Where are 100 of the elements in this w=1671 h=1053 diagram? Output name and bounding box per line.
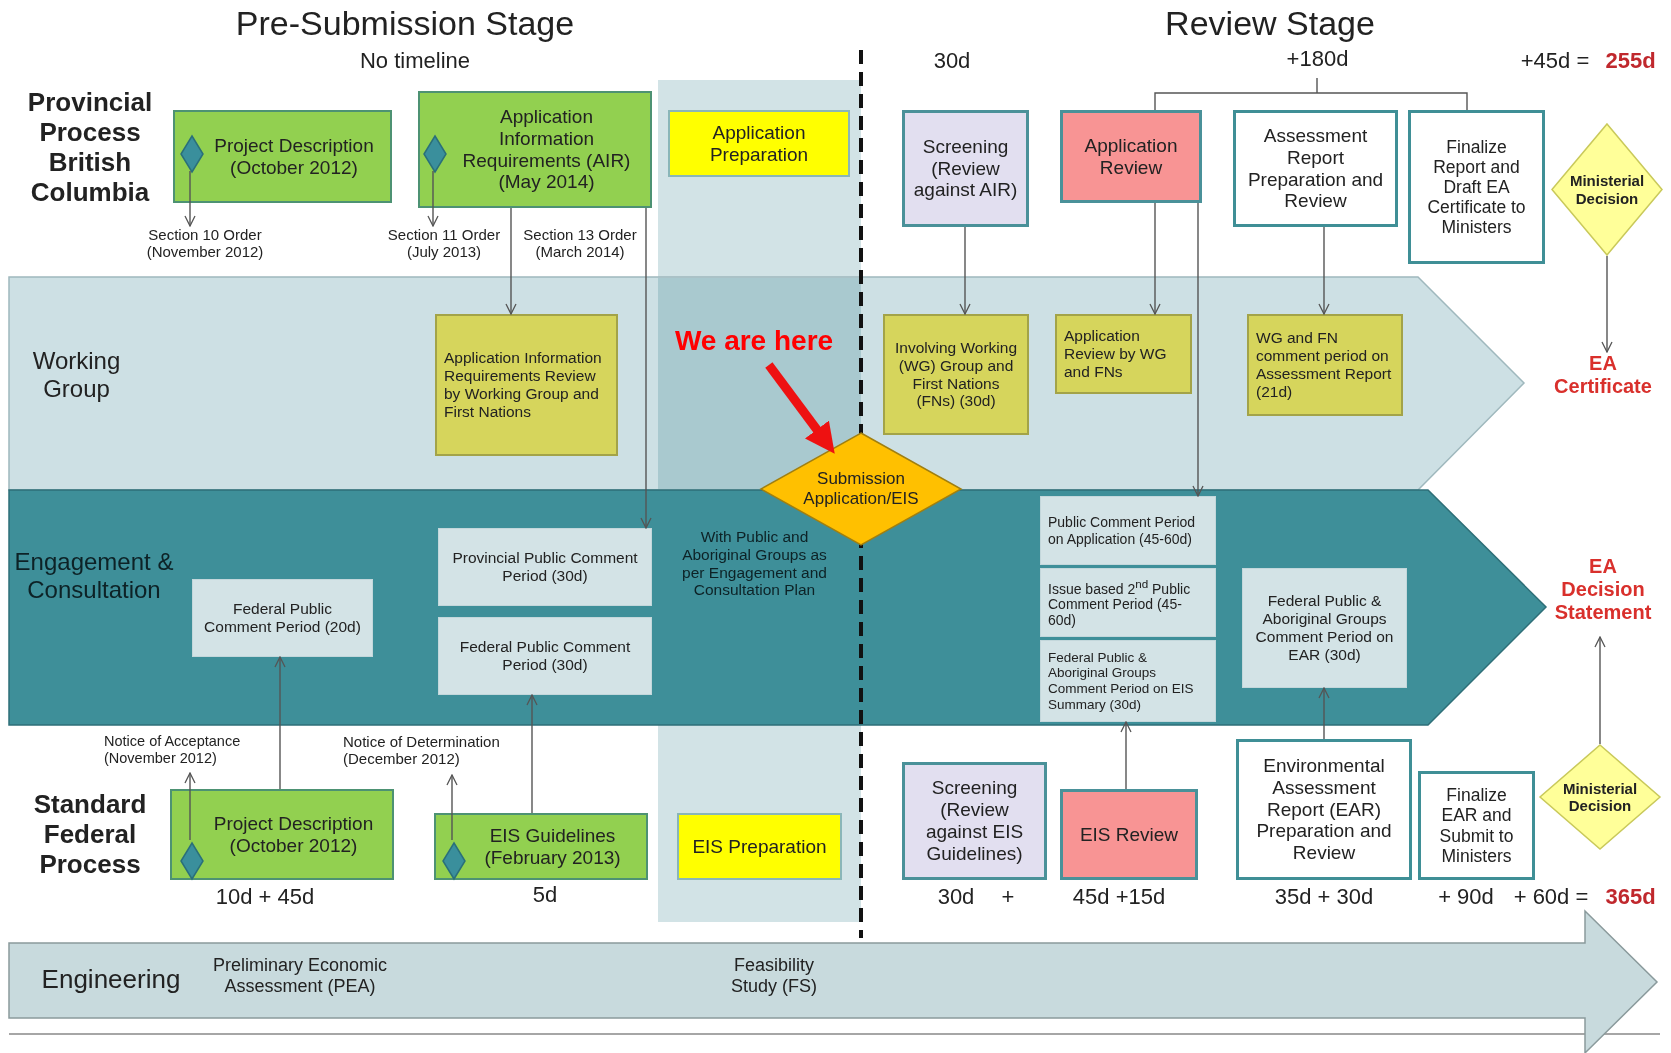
box-text: Application Review xyxy=(1083,134,1179,179)
phase-label: Feasibility Study (FS) xyxy=(730,955,818,997)
duration-label: + 60d = xyxy=(1512,884,1590,910)
process-box xyxy=(438,528,652,606)
stage-heading: Pre-Submission Stage xyxy=(234,4,576,44)
arrow xyxy=(1594,636,1606,745)
arrow xyxy=(1120,721,1132,790)
duration-label: 45d +15d xyxy=(1071,884,1167,910)
process-box xyxy=(1040,568,1216,637)
note-text: Section 10 Order (November 2012) xyxy=(130,226,280,268)
pointer-arrow xyxy=(765,362,835,454)
box-text: Finalize EAR and Submit to Ministers xyxy=(1438,785,1515,866)
process-box xyxy=(1060,789,1198,880)
row-heading: Provincial Process British Columbia xyxy=(26,88,154,208)
duration-label: + 90d xyxy=(1437,884,1495,910)
arrow xyxy=(1601,255,1613,353)
note-text: We are here xyxy=(668,325,840,365)
arrow xyxy=(1318,226,1330,315)
duration-label: 30d xyxy=(932,48,972,74)
box-text: Environmental Assessment Report (EAR) Preparation and Review xyxy=(1255,754,1393,865)
box-text: Application Information Requirements (AIR) (May 2014) xyxy=(461,105,632,194)
stage-heading: Review Stage xyxy=(1164,4,1376,44)
arrow xyxy=(1318,687,1330,740)
process-box xyxy=(170,789,394,880)
duration-label: 30d xyxy=(936,884,976,910)
box-text: Finalize Report and Draft EA Certificate to Ministers xyxy=(1426,136,1527,238)
timeline-note: No timeline xyxy=(358,48,471,74)
box-text: Issue based 2$^{nd}$ Public Comment Period (45-60d) xyxy=(1048,576,1192,629)
note-text: Notice of Acceptance (November 2012) xyxy=(104,733,274,773)
arrow xyxy=(184,772,196,841)
diamond-text: Ministerial Decision xyxy=(1568,172,1646,207)
box-text: Provincial Public Comment Period (30d) xyxy=(451,549,639,585)
arrow xyxy=(1192,202,1204,497)
duration-label: +180d xyxy=(1285,46,1350,72)
process-box xyxy=(1055,314,1192,394)
milestone-marker xyxy=(180,135,204,173)
lane-label: Working Group xyxy=(31,347,122,403)
process-box xyxy=(902,110,1029,227)
arrow xyxy=(446,774,458,841)
plan-note: With Public and Aboriginal Groups as per Engagement and Consultation Plan xyxy=(682,528,827,600)
process-box xyxy=(192,579,373,657)
decision-diamond xyxy=(1551,123,1663,256)
milestone-note: Section 13 Order (March 2014) xyxy=(522,226,638,261)
process-box xyxy=(677,813,842,880)
diamond-text: Submission Application/EIS xyxy=(802,469,920,509)
box-text: Screening (Review against AIR) xyxy=(912,135,1019,202)
swimlane-band xyxy=(9,277,1524,490)
milestone-marker xyxy=(423,135,447,173)
box-text: Project Description (October 2012) xyxy=(212,812,375,857)
box-text: Federal Public Comment Period (20d) xyxy=(203,600,362,636)
decision-diamond xyxy=(1539,744,1661,850)
box-text: Federal Public & Aboriginal Groups Comment Period on EIS Summary (30d) xyxy=(1048,649,1195,713)
swimlane-band xyxy=(9,490,1546,725)
process-box xyxy=(902,762,1047,880)
process-box xyxy=(1233,110,1398,227)
box-text: EIS Guidelines (February 2013) xyxy=(483,824,622,869)
total-duration: 255d xyxy=(1604,48,1657,74)
arrow xyxy=(427,170,439,227)
arrow xyxy=(959,226,971,315)
process-box xyxy=(1247,314,1403,416)
box-text: Application Information Requirements Review by Working Group and First Nations xyxy=(444,349,603,421)
milestone-marker xyxy=(442,842,466,880)
box-text: EIS Preparation xyxy=(692,835,827,858)
arrow xyxy=(526,694,538,814)
box-text: Application Review by WG and FNs xyxy=(1064,327,1168,381)
process-box xyxy=(434,813,648,880)
process-box xyxy=(668,110,850,177)
arrow xyxy=(505,207,517,315)
total-duration: 365d xyxy=(1604,884,1657,910)
box-text: WG and FN comment period on Assessment Report (21d) xyxy=(1256,329,1393,401)
box-text: Public Comment Period on Application (45-60d) xyxy=(1048,514,1197,547)
process-box xyxy=(435,314,618,456)
arrow xyxy=(184,170,196,227)
duration-label: + xyxy=(1000,884,1016,910)
box-text: Federal Public Comment Period (30d) xyxy=(458,638,632,674)
process-box xyxy=(883,314,1029,435)
process-box xyxy=(173,110,392,203)
note-text: EA Certificate xyxy=(1548,352,1658,404)
duration-label: 10d + 45d xyxy=(214,884,316,910)
swimlane-band xyxy=(9,911,1657,1053)
process-box xyxy=(1060,110,1202,203)
lane-label: Engineering xyxy=(40,965,182,995)
diamond-text: Ministerial Decision xyxy=(1561,779,1639,815)
box-text: Application Preparation xyxy=(708,121,810,166)
process-box xyxy=(1242,568,1407,688)
process-box xyxy=(1040,496,1216,565)
box-text: Assessment Report Preparation and Review xyxy=(1246,124,1385,213)
process-box xyxy=(1236,739,1412,880)
row-heading: Standard Federal Process xyxy=(32,790,148,880)
process-box xyxy=(1418,771,1535,880)
lane-label: Engagement & Consultation xyxy=(14,548,174,604)
note-text: EA Decision Statement xyxy=(1548,555,1658,637)
phase-label: Preliminary Economic Assessment (PEA) xyxy=(211,955,389,997)
box-text: Project Description (October 2012) xyxy=(213,134,375,179)
process-box xyxy=(438,617,652,695)
box-text: Federal Public & Aboriginal Groups Comment Period on EAR (30d) xyxy=(1254,592,1395,664)
process-box xyxy=(418,91,652,208)
arrow xyxy=(274,656,286,790)
arrow xyxy=(1149,202,1161,315)
note-text: Section 11 Order (July 2013) xyxy=(383,226,505,268)
